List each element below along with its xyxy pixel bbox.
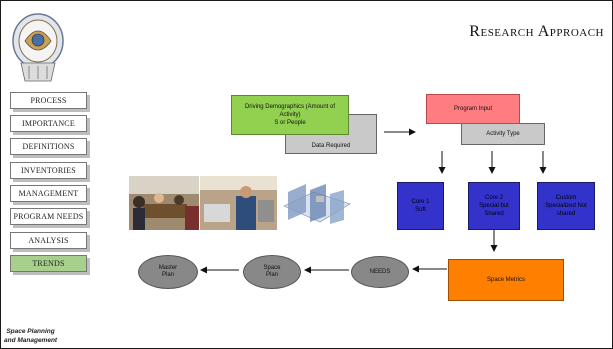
core-2-box: Core 2 Special but Shared bbox=[468, 182, 520, 230]
nav-process-button[interactable]: PROCESS bbox=[10, 92, 87, 109]
custom-sublabel: Specialized Not shared bbox=[545, 203, 587, 217]
space-metrics-box: Space Metrics bbox=[448, 259, 564, 301]
footer-caption: Space Planning and Management bbox=[4, 327, 57, 345]
space-metrics-label: Space Metrics bbox=[486, 277, 525, 283]
core-1-sublabel: Soft bbox=[415, 207, 426, 213]
university-seal-logo bbox=[12, 13, 64, 82]
nav-importance-button[interactable]: IMPORTANCE bbox=[10, 115, 87, 132]
space-plan-sublabel: Plan bbox=[265, 272, 278, 278]
activity-type-label: Activity Type bbox=[486, 131, 520, 137]
activity-type-box: Activity Type bbox=[461, 123, 545, 145]
program-input-box: Program Input bbox=[426, 94, 520, 124]
meeting-photo bbox=[129, 176, 199, 230]
master-plan-node: Master Plan bbox=[138, 255, 198, 289]
footer-line-2: and Management bbox=[4, 337, 58, 344]
space-plan-node: Space Plan bbox=[243, 255, 301, 289]
program-input-label: Program Input bbox=[453, 106, 493, 112]
master-plan-sublabel: Plan bbox=[161, 272, 174, 278]
nav-program-needs-button[interactable]: PROGRAM NEEDS bbox=[10, 208, 87, 225]
core-2-label: Core 2 bbox=[484, 195, 503, 201]
needs-label: NEEDS bbox=[369, 268, 391, 275]
core-2-sublabel: Special but Shared bbox=[479, 203, 509, 217]
lab-photo bbox=[200, 176, 277, 230]
core-1-label: Core 1 bbox=[411, 199, 430, 205]
space-plan-label: Space bbox=[263, 265, 281, 271]
nav-trends-button[interactable]: TRENDS bbox=[10, 255, 87, 272]
nav-analysis-button[interactable]: ANALYSIS bbox=[10, 232, 87, 249]
data-required-label: Data Required bbox=[311, 143, 351, 149]
core-1-box: Core 1 Soft bbox=[397, 182, 444, 230]
needs-node: NEEDS bbox=[351, 256, 409, 288]
footer-line-1: Space Planning bbox=[6, 328, 55, 335]
driving-demographics-sublabel: S or People bbox=[274, 120, 306, 126]
custom-label: Custom bbox=[555, 195, 577, 201]
nav-definitions-button[interactable]: DEFINITIONS bbox=[10, 138, 87, 155]
driving-demographics-box: Driving Demographics (Amount of Activity… bbox=[231, 95, 349, 135]
driving-demographics-label: Driving Demographics (Amount of Activity… bbox=[244, 104, 336, 118]
page-title: Research Approach bbox=[469, 23, 604, 40]
nav-management-button[interactable]: MANAGEMENT bbox=[10, 185, 87, 202]
nav-inventories-button[interactable]: INVENTORIES bbox=[10, 162, 87, 179]
master-plan-label: Master bbox=[158, 265, 178, 271]
custom-box: Custom Specialized Not shared bbox=[537, 182, 595, 230]
floor-plan-rendering bbox=[283, 184, 351, 224]
